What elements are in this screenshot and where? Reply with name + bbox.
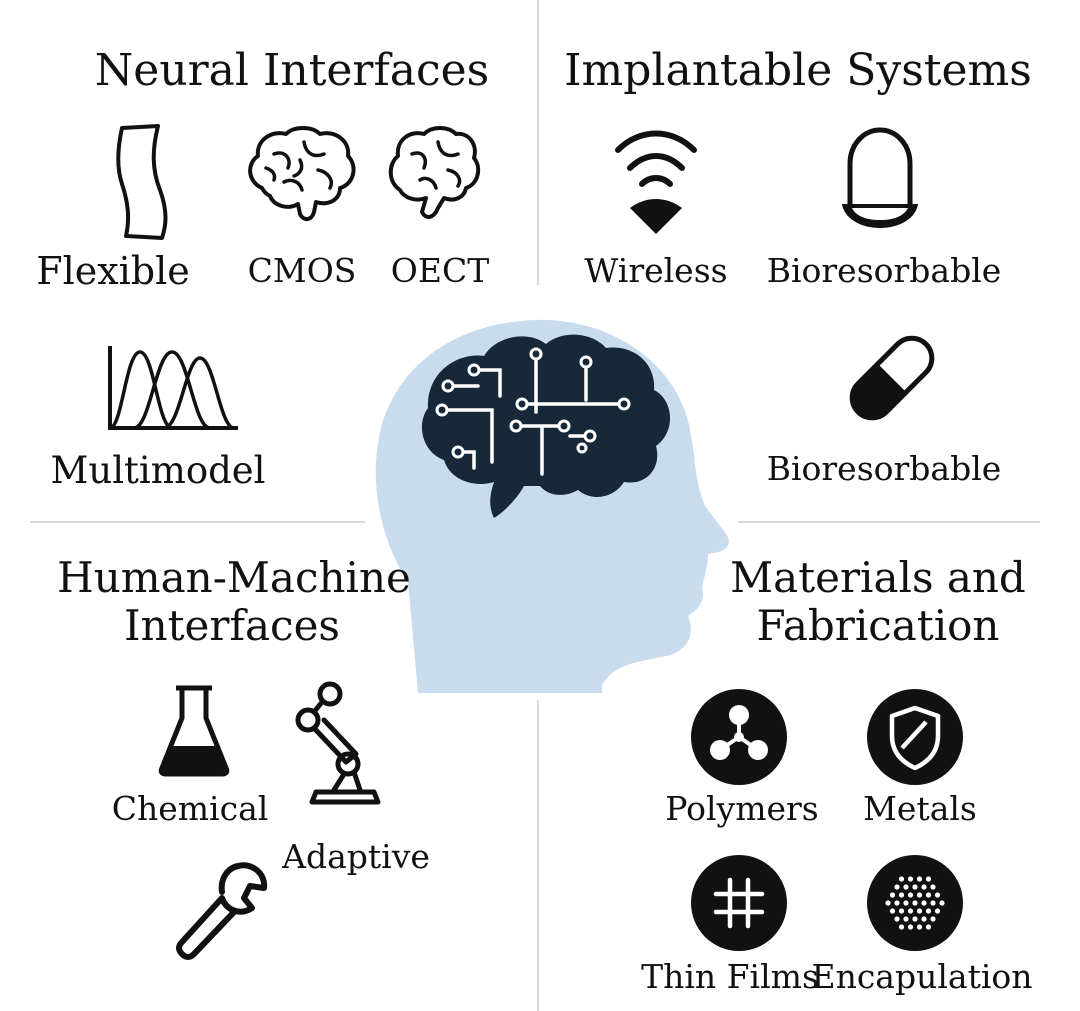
adaptive-label: Adaptive xyxy=(282,837,430,876)
bioresorbable-implant-icon xyxy=(842,127,918,228)
divider-vertical-bottom xyxy=(537,700,539,1011)
divider-horizontal-right xyxy=(738,521,1040,523)
neural-interfaces-title: Neural Interfaces xyxy=(94,45,490,96)
head-illustration xyxy=(375,319,729,693)
flexible-electrode-icon xyxy=(116,124,168,240)
divider-vertical-top xyxy=(537,0,539,285)
metals-shield-icon xyxy=(867,689,963,785)
materials-title-line2: Fabrication xyxy=(756,601,1000,650)
robot-arm-icon xyxy=(295,681,381,805)
cmos-label: CMOS xyxy=(247,251,357,290)
cmos-brain-icon xyxy=(248,126,356,221)
bioresorbable-mid-label: Bioresorbable xyxy=(766,449,1002,488)
flask-icon xyxy=(158,685,230,777)
wireless-label: Wireless xyxy=(584,251,728,290)
divider-horizontal-left xyxy=(30,521,365,523)
oect-brain-icon xyxy=(388,126,481,219)
thin-films-grid-icon xyxy=(691,855,787,951)
multimodal-waveform-icon xyxy=(108,346,238,430)
materials-title-line1: Materials and xyxy=(730,553,1026,602)
implantable-systems-title: Implantable Systems xyxy=(564,45,1032,96)
bioresorbable-top-label: Bioresorbable xyxy=(766,251,1002,290)
hmi-title-line1: Human-Machine xyxy=(57,553,411,602)
multimodel-label: Multimodel xyxy=(50,449,266,492)
hmi-title-line2: Interfaces xyxy=(124,601,340,650)
polymers-label: Polymers xyxy=(665,789,819,828)
polymers-icon xyxy=(691,689,787,785)
wrench-icon xyxy=(176,862,268,960)
flexible-label: Flexible xyxy=(36,249,190,293)
capsule-icon xyxy=(849,335,935,421)
thin-films-label: Thin Films xyxy=(641,957,819,996)
encapsulation-dots-icon xyxy=(867,855,963,951)
metals-label: Metals xyxy=(863,789,977,828)
chemical-label: Chemical xyxy=(111,789,269,828)
wireless-icon xyxy=(615,130,697,234)
oect-label: OECT xyxy=(390,251,490,290)
encapsulation-label: Encapulation xyxy=(811,957,1033,996)
